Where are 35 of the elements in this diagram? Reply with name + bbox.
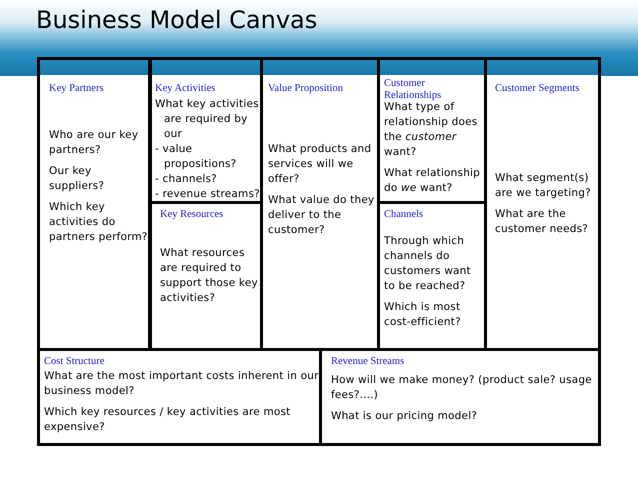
canvas-section [37,57,151,351]
question-text: Who are our key partners? [49,128,140,158]
section-heading: Key Resources [160,209,224,221]
question-text: What type of relationship does the customer want? [384,100,478,160]
question-text: What value do they deliver to the customer? [268,193,376,238]
title: Business Model Canvas [36,6,318,34]
section-heading: Key Partners [49,83,105,95]
list-item: - revenue streams? [155,187,261,202]
question-text: What resources are required to support those key activities? [160,246,259,306]
list-item: - value propositions? [155,142,238,172]
question-text: What is our pricing model? [331,409,478,424]
question-text: How will we make money? (product sale? usage fees?....) [331,373,593,403]
section-heading: Key Activities [155,83,216,95]
canvas-section [319,348,601,446]
canvas-section [484,57,601,351]
question-text: What key activities are required by our [155,97,260,142]
section-heading: Channels [384,209,424,221]
question-text: What segment(s) are we targeting? [495,171,592,201]
canvas-section [37,348,322,446]
section-heading: Customer Segments [495,83,580,95]
section-heading: Cost Structure [44,356,106,368]
question-text: What relationship do we want? [384,166,482,196]
question-text: Through which channels do customers want to be reached? [384,234,472,294]
question-text: What products and services will we offer? [268,142,372,187]
section-heading: Customer Relationships [384,78,442,102]
section-heading: Value Proposition [268,83,344,95]
question-text: Our key suppliers? [49,164,106,194]
question-text: Which is most cost-efficient? [384,300,462,330]
section-heading: Revenue Streams [331,356,406,368]
question-text: Which key resources / key activities are most expensive? [44,405,292,435]
canvas-section [149,57,263,204]
question-text: What are the customer needs? [495,207,590,237]
question-text: What are the most important costs inherent in our business model? [44,369,319,399]
question-text: Which key activities do partners perform? [49,200,149,245]
list-item: - channels? [155,172,218,187]
